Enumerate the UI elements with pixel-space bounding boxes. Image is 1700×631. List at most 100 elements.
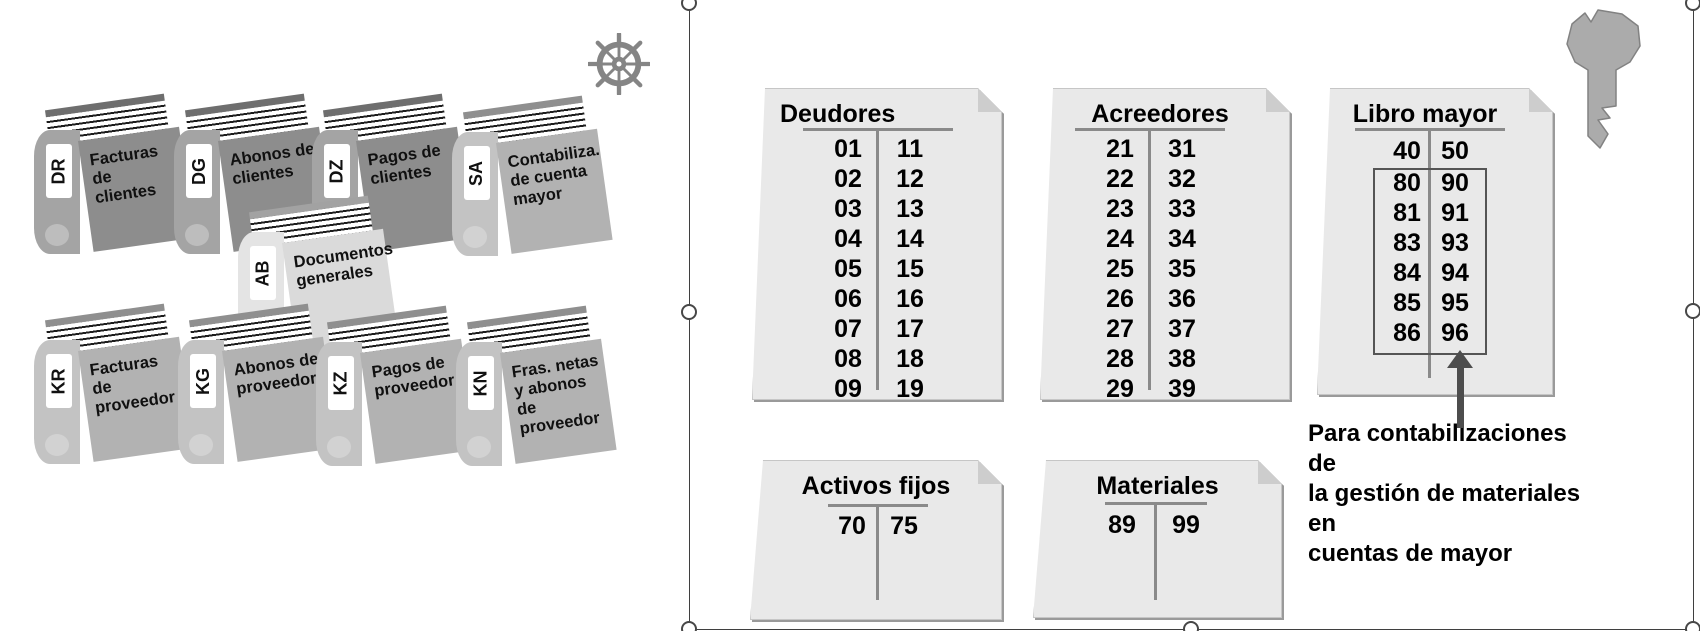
range-number: 07 xyxy=(834,315,862,343)
binder-label: KR xyxy=(46,354,72,408)
range-number: 75 xyxy=(890,512,918,540)
range-number: 70 xyxy=(838,512,866,540)
binder-label: DR xyxy=(46,144,72,198)
annotation-text: Para contabilizaciones de la gestión de … xyxy=(1308,420,1581,567)
range-number: 99 xyxy=(1172,511,1200,539)
number-column-left: 70 xyxy=(823,511,881,541)
t-account-divider xyxy=(1148,128,1151,390)
binder-title: Abonos de clientes xyxy=(228,139,316,189)
range-number: 02 xyxy=(834,165,862,193)
range-number: 23 xyxy=(1106,195,1134,223)
binder-spine: DR xyxy=(34,130,80,254)
range-number: 33 xyxy=(1168,195,1196,223)
binder-title: Pagos de proveedor xyxy=(370,353,456,401)
range-number: 36 xyxy=(1168,285,1196,313)
sheet-acreedores[interactable]: Acreedores 21 22 23 24 25 26 27 28 29 31… xyxy=(1040,88,1290,400)
range-number: 80 xyxy=(1393,169,1421,197)
range-number: 38 xyxy=(1168,345,1196,373)
binder-dr[interactable]: DR Facturas de clientes xyxy=(34,93,195,258)
sheet-libro-mayor[interactable]: Libro mayor 40 50 80 81 83 84 85 86 90 9… xyxy=(1317,88,1553,395)
binder-title: Documentos generales xyxy=(292,239,395,291)
range-number: 15 xyxy=(896,255,924,283)
binder-title: Pagos de clientes xyxy=(366,141,442,189)
binder-dg[interactable]: DG Abonos de clientes xyxy=(174,93,335,258)
sheet-deudores[interactable]: Deudores 01 02 03 04 05 06 07 08 09 11 1… xyxy=(752,88,1002,400)
range-number: 91 xyxy=(1441,199,1469,227)
number-column-left: 01 02 03 04 05 06 07 08 09 xyxy=(818,134,878,404)
ship-wheel-icon xyxy=(588,33,650,95)
mm-range-box xyxy=(1373,168,1487,355)
number-column-right: 31 32 33 34 35 36 37 38 39 xyxy=(1152,134,1212,404)
binder-spine: DG xyxy=(174,130,220,254)
selection-handle-right[interactable] xyxy=(1685,303,1700,319)
number-column-right-boxed: 90 91 93 94 95 96 xyxy=(1425,168,1485,348)
binder-kg[interactable]: KG Abonos de proveedor xyxy=(178,303,339,468)
sheet-materiales[interactable]: Materiales 89 99 xyxy=(1033,460,1282,618)
range-number: 83 xyxy=(1393,229,1421,257)
arrow-shaft xyxy=(1457,366,1464,428)
binder-title: Facturas de proveedor xyxy=(88,352,177,418)
binder-label: AB xyxy=(250,246,276,300)
range-number: 90 xyxy=(1441,169,1469,197)
range-number: 05 xyxy=(834,255,862,283)
range-number: 09 xyxy=(834,375,862,403)
binder-kz[interactable]: KZ Pagos de proveedor xyxy=(316,305,477,470)
binder-cover: Fras. netas y abonos de proveedor xyxy=(500,338,617,464)
number-column-left: 40 xyxy=(1377,136,1437,166)
binder-spine: KR xyxy=(34,340,80,464)
account-title-deudores: Deudores xyxy=(780,100,896,128)
range-number: 35 xyxy=(1168,255,1196,283)
selection-handle-bottom[interactable] xyxy=(1183,621,1199,631)
binder-cover: Contabiliza. de cuenta mayor xyxy=(496,128,613,254)
binder-label: KZ xyxy=(328,356,354,410)
range-number: 96 xyxy=(1441,319,1469,347)
account-title-acreedores: Acreedores xyxy=(1091,100,1229,128)
t-account-divider xyxy=(1428,128,1431,378)
number-column-right: 75 xyxy=(875,511,933,541)
number-column-left: 89 xyxy=(1093,510,1151,540)
binder-kn[interactable]: KN Fras. netas y abonos de proveedor xyxy=(456,305,617,470)
binder-spine: KZ xyxy=(316,342,362,466)
binder-code: KN xyxy=(470,370,491,396)
range-number: 94 xyxy=(1441,259,1469,287)
binder-title: Fras. netas y abonos de proveedor xyxy=(510,351,601,439)
range-number: 37 xyxy=(1168,315,1196,343)
range-number: 93 xyxy=(1441,229,1469,257)
binder-label: SA xyxy=(464,146,490,200)
range-number: 81 xyxy=(1393,199,1421,227)
binder-hole xyxy=(189,434,213,456)
range-number: 40 xyxy=(1393,137,1421,165)
selection-handle-top-left[interactable] xyxy=(681,0,697,11)
range-number: 04 xyxy=(834,225,862,253)
binder-label: DG xyxy=(186,144,212,198)
binder-spine: KG xyxy=(178,340,224,464)
binder-kr[interactable]: KR Facturas de proveedor xyxy=(34,303,195,468)
binder-code: DG xyxy=(188,157,209,185)
selection-handle-top-right[interactable] xyxy=(1685,0,1700,11)
binder-sa[interactable]: SA Contabiliza. de cuenta mayor xyxy=(452,95,613,260)
selection-handle-bottom-right[interactable] xyxy=(1685,621,1700,631)
range-number: 50 xyxy=(1441,137,1469,165)
binder-spine: SA xyxy=(452,132,498,256)
range-number: 18 xyxy=(896,345,924,373)
binder-code: DZ xyxy=(326,159,347,183)
range-number: 21 xyxy=(1106,135,1134,163)
t-account-divider xyxy=(876,128,879,390)
number-column-right: 11 12 13 14 15 16 17 18 19 xyxy=(880,134,940,404)
range-number: 06 xyxy=(834,285,862,313)
binder-code: AB xyxy=(252,260,273,286)
selection-handle-left[interactable] xyxy=(681,304,697,320)
arrow-up-icon xyxy=(1447,350,1473,368)
range-number: 08 xyxy=(834,345,862,373)
range-number: 01 xyxy=(834,135,862,163)
sheet-activos-fijos[interactable]: Activos fijos 70 75 xyxy=(750,460,1002,620)
binder-code: KZ xyxy=(330,371,351,395)
number-column-right: 50 xyxy=(1425,136,1485,166)
number-column-left: 21 22 23 24 25 26 27 28 29 xyxy=(1090,134,1150,404)
range-number: 19 xyxy=(896,375,924,403)
selection-handle-bottom-left[interactable] xyxy=(681,621,697,631)
range-number: 22 xyxy=(1106,165,1134,193)
range-number: 31 xyxy=(1168,135,1196,163)
binder-code: KG xyxy=(192,367,213,395)
binder-code: DR xyxy=(48,158,69,184)
